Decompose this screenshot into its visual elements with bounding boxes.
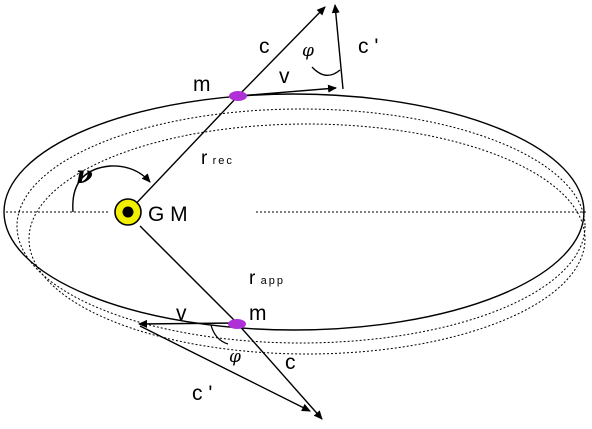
r-app-line: [139, 225, 238, 324]
central-body: [114, 198, 142, 226]
label-r-app: r app: [249, 268, 285, 289]
label-r-rec-sub: rec: [213, 155, 234, 167]
label-r-rec: r rec: [201, 148, 234, 169]
orbit-trail-1: [16, 108, 586, 344]
label-c-bottom: c: [285, 351, 296, 374]
mass-top: [229, 91, 247, 101]
label-m-bottom: m: [249, 302, 267, 325]
phi-bottom-arc: [210, 324, 229, 345]
central-body-core: [122, 206, 134, 218]
c-bottom-arrow: [236, 322, 323, 420]
label-c-prime-bottom: c ': [192, 382, 212, 405]
v-bottom-arrow: [138, 319, 238, 328]
label-c-top: c: [259, 35, 270, 58]
label-phi-bottom: φ: [229, 347, 241, 367]
phi-top-arc: [311, 66, 341, 76]
label-phi-top: φ: [302, 41, 314, 61]
radius-vectors: [127, 95, 239, 324]
label-r-app-sub: app: [261, 275, 285, 287]
c-top-arrow: [237, 6, 326, 97]
label-v-top: v: [279, 65, 290, 88]
label-v-bottom: v: [176, 302, 187, 325]
top-vectors: [237, 4, 344, 97]
orbit-trail-2: [28, 123, 586, 355]
label-m-top: m: [193, 73, 211, 96]
nu-angle-arc: [72, 165, 151, 213]
label-gm: G M: [148, 203, 188, 226]
r-rec-line: [127, 95, 239, 213]
v-top-arrow: [237, 84, 337, 97]
bottom-vectors: [138, 319, 323, 420]
label-c-prime-top: c ': [358, 35, 378, 58]
c-prime-top-arrow: [331, 4, 344, 90]
mass-bottom: [228, 319, 246, 329]
label-r-rec-main: r: [201, 148, 208, 169]
orbit-ellipses: [3, 93, 586, 355]
label-nu: ν: [76, 160, 93, 189]
c-prime-bottom-arrow: [139, 325, 311, 412]
label-r-app-main: r: [249, 268, 256, 289]
